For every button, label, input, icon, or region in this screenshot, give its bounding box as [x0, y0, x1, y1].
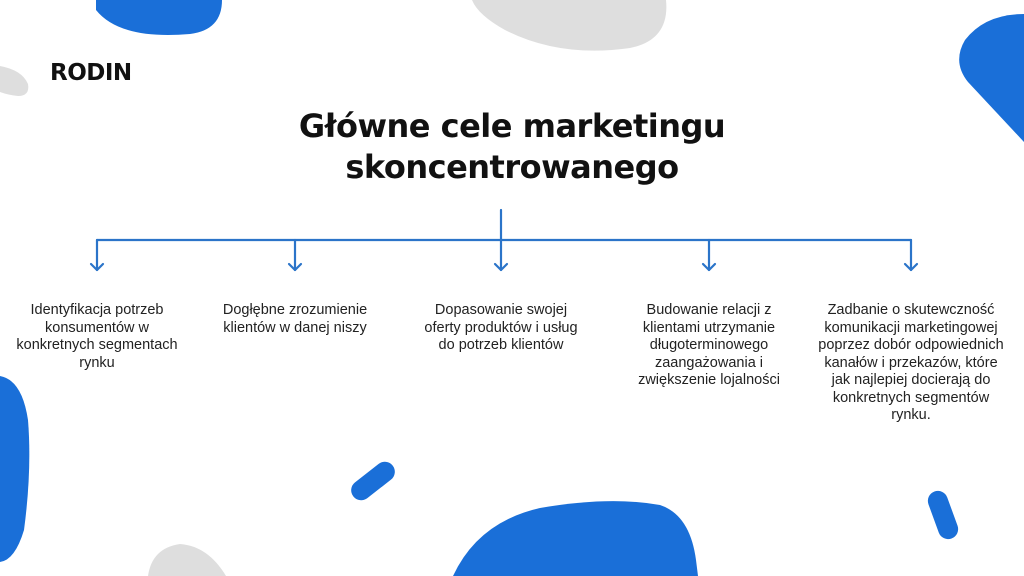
gray-blob-top-center — [472, 0, 667, 51]
blue-pill-right — [927, 490, 959, 540]
gray-blob-left — [0, 66, 29, 96]
arrow-3 — [493, 238, 509, 272]
arrow-2 — [287, 238, 303, 272]
diagram-title: Główne cele marketingu skoncentrowanego — [298, 107, 726, 186]
rodin-logo: RODIN — [50, 60, 132, 86]
arrow-5 — [903, 238, 919, 272]
arrow-4 — [701, 238, 717, 272]
blue-blob-bottom-center — [453, 501, 698, 576]
arrow-1 — [89, 238, 105, 272]
gray-blob-bottom-left — [148, 544, 226, 576]
blue-pill-center — [351, 461, 395, 501]
goal-item-4: Budowanie relacji z klientami utrzymanie… — [638, 302, 780, 388]
goal-item-2: Dogłębne zrozumienie klientów w danej ni… — [222, 302, 368, 336]
blue-blob-top-right — [959, 14, 1024, 142]
goal-item-3: Dopasowanie swojej oferty produktów i us… — [424, 302, 578, 353]
goal-item-5: Zadbanie o skutewczność komunikacji mark… — [818, 302, 1004, 423]
goal-item-1: Identyfikacja potrzeb konsumentów w konk… — [16, 302, 178, 371]
blue-blob-top-left — [96, 0, 222, 35]
blue-blob-left — [0, 376, 30, 562]
